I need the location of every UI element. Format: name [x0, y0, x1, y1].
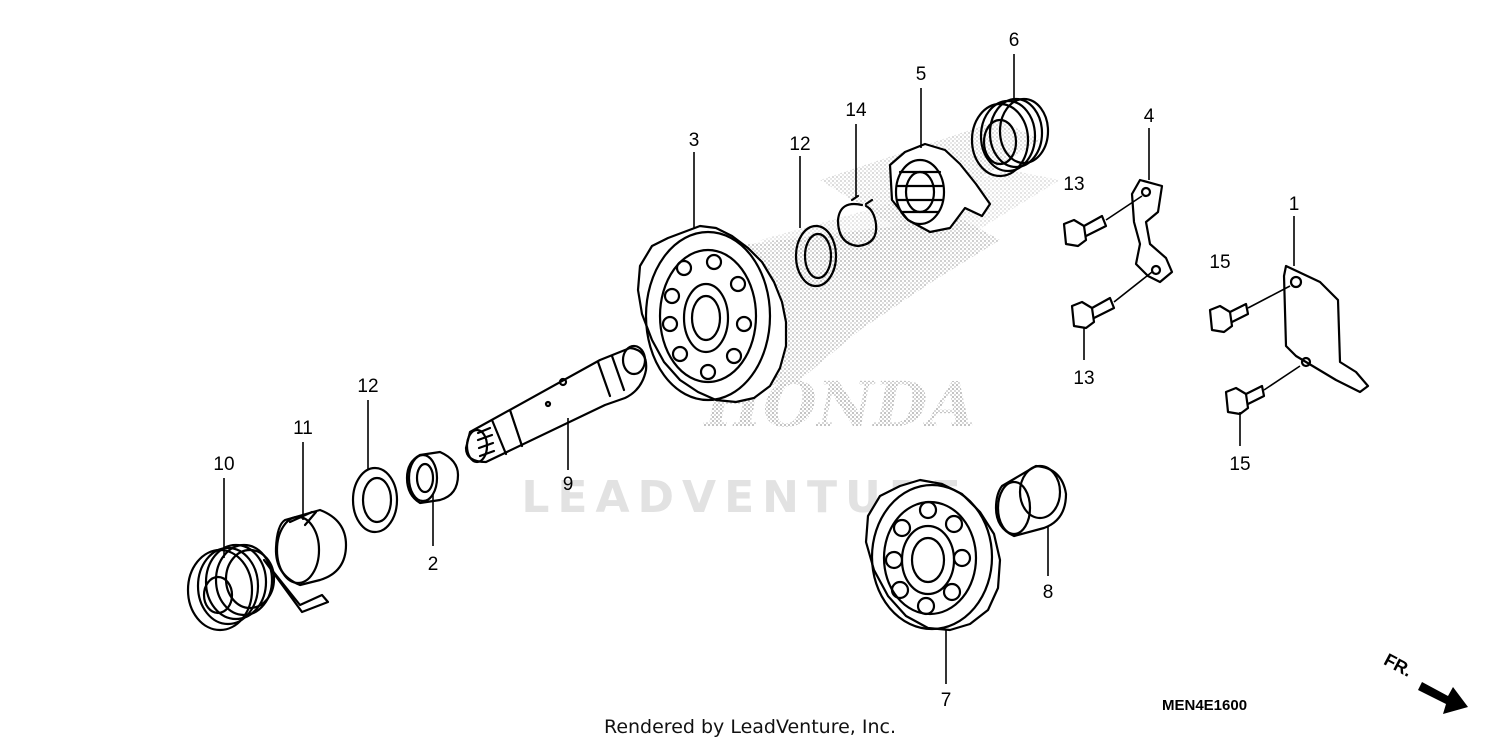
callout-6[interactable]: 6: [1009, 30, 1020, 51]
callout-10[interactable]: 10: [213, 454, 234, 475]
callout-12-upper[interactable]: 12: [789, 134, 810, 155]
part-15-bolt-upper: [1208, 285, 1291, 334]
part-8-bushing: [994, 464, 1068, 538]
callout-2[interactable]: 2: [428, 554, 439, 575]
part-12-washer: [351, 466, 399, 534]
part-2-bushing: [405, 450, 460, 505]
callout-7[interactable]: 7: [941, 690, 952, 711]
callout-12-lower[interactable]: 12: [357, 376, 378, 397]
part-6-spring: [970, 97, 1050, 178]
part-4-bracket: [1130, 178, 1174, 284]
part-7-gear: [864, 478, 1002, 632]
part-15-bolt-lower: [1224, 365, 1301, 416]
callout-8[interactable]: 8: [1043, 582, 1054, 603]
part-10-spring: [186, 543, 330, 632]
callout-5[interactable]: 5: [916, 64, 927, 85]
callout-15-lower[interactable]: 15: [1229, 454, 1250, 475]
part-13-bolt-upper: [1062, 195, 1143, 248]
callout-13-lower[interactable]: 13: [1073, 368, 1094, 389]
callout-1[interactable]: 1: [1289, 194, 1300, 215]
callout-14[interactable]: 14: [845, 100, 867, 121]
front-direction-label: FR.: [1381, 650, 1416, 681]
callout-3[interactable]: 3: [689, 130, 700, 151]
callout-15-upper[interactable]: 15: [1209, 252, 1230, 273]
part-12-ring: [794, 224, 838, 288]
diagram-code: MEN4E1600: [1162, 697, 1248, 714]
part-1-plate: [1282, 264, 1370, 394]
part-3-gear: [636, 224, 788, 404]
part-5-ratchet: [888, 142, 992, 234]
part-11-collar: [274, 508, 348, 587]
callout-11[interactable]: 11: [293, 418, 313, 439]
part-9-shaft: [464, 344, 648, 464]
leader-lines: [223, 54, 1295, 684]
part-13-bolt-lower: [1070, 271, 1153, 330]
front-direction-arrow-icon: FR.: [1381, 650, 1468, 714]
part-14-circlip: [836, 194, 878, 248]
credit-footer: Rendered by LeadVenture, Inc.: [603, 716, 897, 738]
callout-4[interactable]: 4: [1144, 106, 1155, 127]
callout-9[interactable]: 9: [563, 474, 574, 495]
callout-13-upper[interactable]: 13: [1063, 174, 1084, 195]
